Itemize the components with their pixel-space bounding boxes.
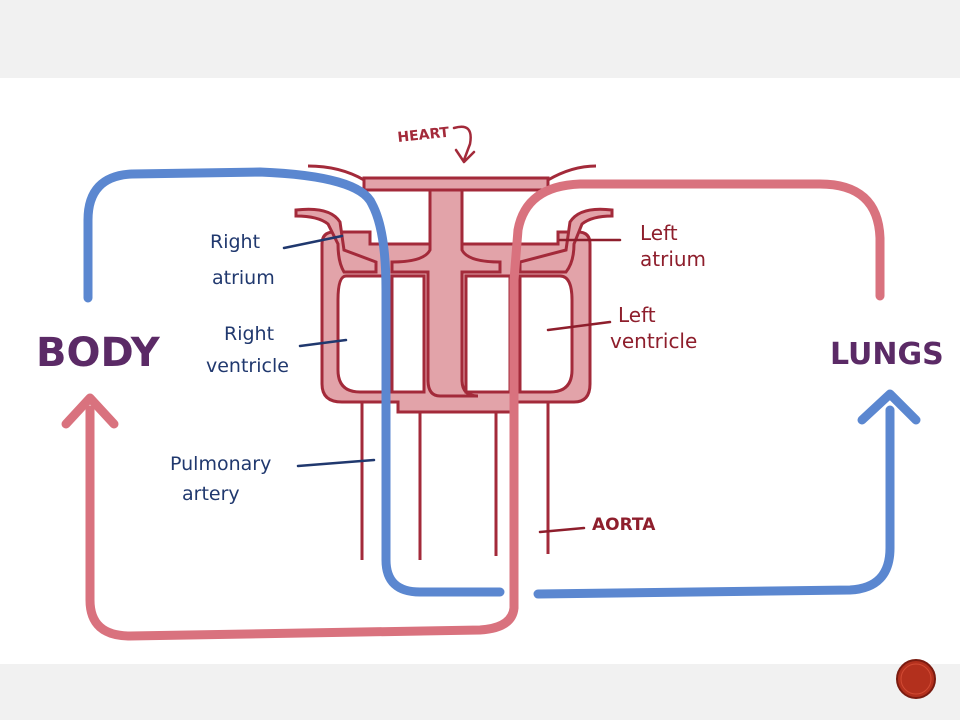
- heart-arrow-icon: [452, 125, 476, 164]
- left-ventricle-label-line2: ventricle: [610, 329, 697, 353]
- right-ventricle-chamber: [336, 274, 386, 394]
- body-label: BODY: [36, 330, 161, 376]
- septum: [390, 188, 502, 398]
- oxygenated-blood-path: [85, 179, 885, 641]
- circle-button-icon: [896, 659, 936, 699]
- left-ventricle-chamber: [518, 274, 574, 394]
- aorta-label: AORTA: [592, 515, 656, 535]
- left-ventricle-label-line1: Left: [618, 303, 656, 327]
- heart-label: HEART: [397, 125, 451, 146]
- vena-cava-arch: [362, 176, 550, 192]
- aorta-leader: [538, 526, 586, 534]
- lungs-arrow-icon: [857, 389, 921, 425]
- deoxygenated-blood-path: [83, 167, 505, 597]
- right-atrium-chamber: [294, 207, 378, 274]
- right-ventricle-label-line1: Right: [224, 323, 274, 345]
- right-atrium-label-line2: atrium: [212, 267, 275, 289]
- left-atrium-label-line2: atrium: [640, 247, 706, 271]
- right-atrium-label-line1: Right: [210, 231, 260, 253]
- body-arrow-icon: [61, 393, 119, 429]
- pulmonary-artery-leader: [296, 458, 376, 468]
- left-ventricle-leader: [546, 320, 612, 332]
- right-atrium-leader: [282, 234, 344, 250]
- pulmonary-artery-label-line1: Pulmonary: [170, 453, 271, 475]
- next-slide-button[interactable]: [896, 659, 936, 699]
- right-ventricle-label-line2: ventricle: [206, 355, 289, 377]
- left-atrium-chamber: [518, 207, 614, 274]
- pulmonary-to-lungs-path: [533, 405, 895, 599]
- pulmonary-artery-label-line2: artery: [182, 483, 240, 505]
- lungs-label: LUNGS: [830, 337, 944, 372]
- heart: [294, 164, 614, 560]
- left-atrium-label-line1: Left: [640, 221, 678, 245]
- right-ventricle-leader: [298, 338, 348, 348]
